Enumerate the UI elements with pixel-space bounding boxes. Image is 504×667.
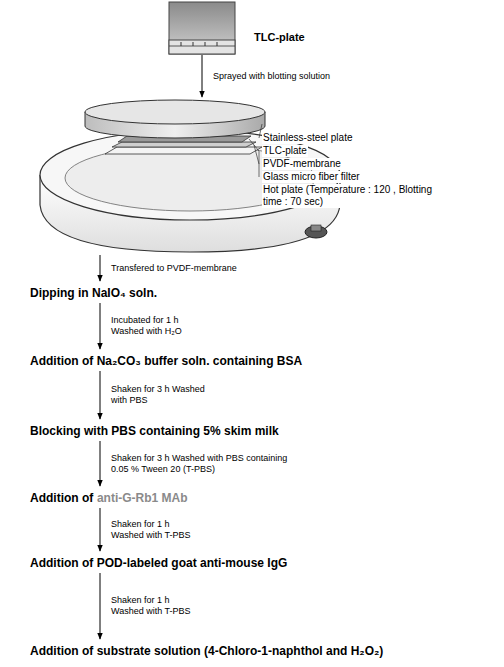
flow-arrow — [100, 441, 101, 486]
step-text: Addition of — [30, 491, 93, 505]
part-label: TLC-plate — [262, 145, 308, 157]
tlc-plate: TLC-plate — [169, 2, 235, 54]
step-text: Dipping in NaIO₄ soln. — [30, 286, 157, 300]
step-condition: Transfered to PVDF-membrane — [110, 263, 238, 274]
step-text: anti-G-Rb1 MAb — [97, 491, 188, 505]
steel-disk — [85, 100, 265, 124]
step-condition: Shaken for 3 h Washed with PBS — [110, 384, 207, 406]
process-step: Blocking with PBS containing 5% skim mil… — [30, 420, 279, 440]
part-label: PVDF-membrane — [262, 158, 342, 170]
step-text: Blocking with PBS containing 5% skim mil… — [30, 424, 279, 438]
step-text: Addition of substrate solution (4-Chloro… — [30, 644, 383, 658]
process-step: Addition of substrate solution (4-Chloro… — [30, 640, 383, 660]
hot-plate-apparatus: Stainless-steel plateTLC-platePVDF-membr… — [40, 98, 340, 254]
part-label: Hot plate (Temperature : 120 , Blotting … — [262, 184, 434, 208]
process-step: Dipping in NaIO₄ soln. — [30, 282, 157, 302]
process-step: Addition of POD-labeled goat anti-mouse … — [30, 552, 287, 572]
process-step: Addition of anti-G-Rb1 MAb — [30, 487, 188, 507]
step-condition: Shaken for 1 h Washed with T-PBS — [110, 595, 204, 617]
part-label: Stainless-steel plate — [262, 132, 354, 144]
flow-arrow — [100, 508, 101, 551]
flow-arrow — [100, 303, 101, 349]
tlc-plate-drawing — [169, 2, 235, 54]
step-condition: Incubated for 1 h Washed with H₂O — [110, 315, 207, 337]
step-condition: Sprayed with blotting solution — [212, 71, 331, 82]
part-label: Glass micro fiber filter — [262, 171, 361, 183]
step-text: Addition of Na₂CO₃ buffer soln. containi… — [30, 354, 302, 368]
step-text: Addition of POD-labeled goat anti-mouse … — [30, 556, 287, 570]
flow-arrow — [100, 371, 101, 419]
step-condition: Shaken for 3 h Washed with PBS containin… — [110, 453, 292, 475]
flow-arrow — [202, 55, 203, 97]
flow-arrow — [100, 255, 101, 281]
step-condition: Shaken for 1 h Washed with T-PBS — [110, 519, 204, 541]
flow-arrow — [100, 573, 101, 639]
pvdf-layer — [112, 142, 256, 147]
part-label: TLC-plate — [253, 31, 306, 44]
glass-filter-layer — [105, 147, 262, 154]
process-step: Addition of Na₂CO₃ buffer soln. containi… — [30, 350, 302, 370]
